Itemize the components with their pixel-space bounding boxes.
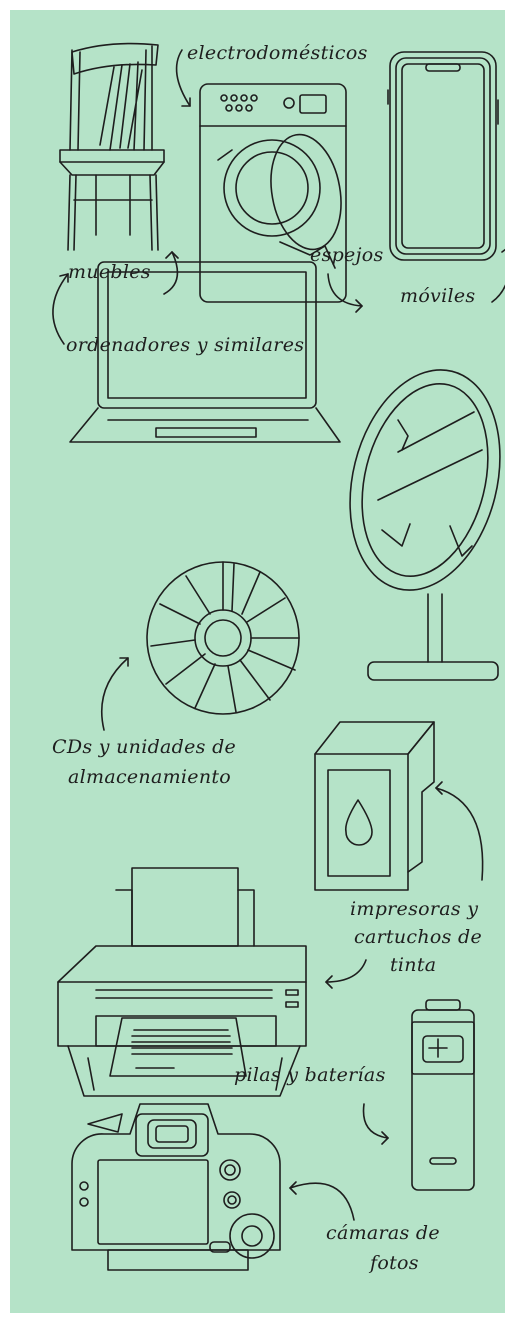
label-camaras-line2: fotos: [370, 1252, 419, 1274]
infographic-panel: electrodomésticos muebles móviles espejo…: [10, 10, 505, 1313]
label-impresoras-line1: impresoras y: [350, 898, 479, 920]
label-pilas: pilas y baterías: [234, 1064, 386, 1086]
cd-icon: [147, 562, 299, 714]
label-moviles: móviles: [400, 285, 476, 307]
label-camaras-line1: cámaras de: [326, 1222, 440, 1244]
label-electrodomesticos: electrodomésticos: [187, 42, 368, 64]
washing-machine-icon: [200, 84, 350, 302]
printer-icon: [58, 868, 306, 1096]
label-impresoras-line3: tinta: [390, 954, 437, 976]
smartphone-icon: [388, 52, 498, 260]
camera-icon: [72, 1104, 280, 1270]
label-muebles: muebles: [68, 261, 151, 283]
chair-icon: [60, 44, 164, 250]
label-cds-line1: CDs y unidades de: [52, 736, 237, 758]
arrows: [53, 50, 505, 1220]
label-impresoras-line2: cartuchos de: [354, 926, 483, 948]
battery-icon: [412, 1000, 474, 1190]
mirror-icon: [328, 354, 505, 680]
label-espejos: espejos: [310, 244, 384, 266]
label-ordenadores: ordenadores y similares: [66, 334, 305, 356]
laptop-icon: [70, 262, 340, 442]
illustrations: [10, 10, 505, 1313]
label-cds-line2: almacenamiento: [68, 766, 232, 788]
ink-cartridge-icon: [315, 722, 434, 890]
